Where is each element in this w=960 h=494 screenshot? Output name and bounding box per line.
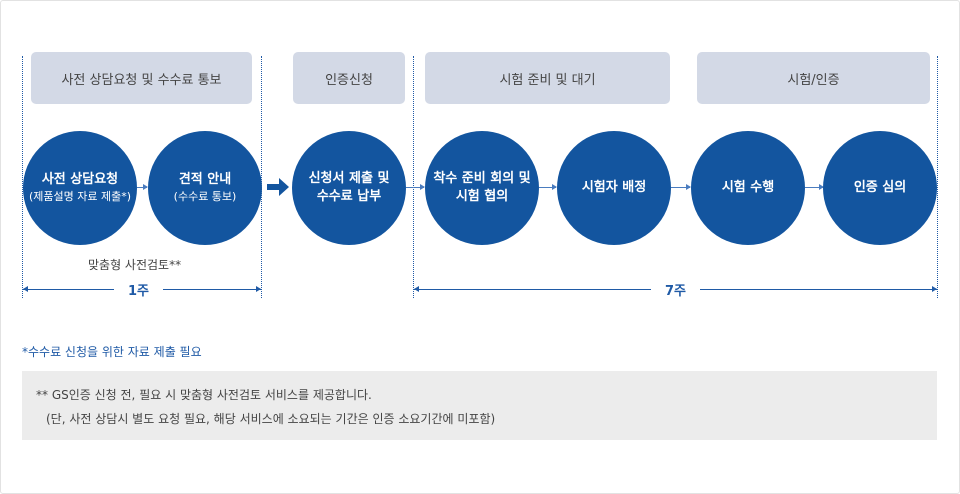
divider-line (261, 56, 262, 298)
step-title: 인증 심의 (853, 180, 907, 195)
custom-review-label: 맞춤형 사전검토** (88, 258, 182, 272)
step-subtitle: (수수료 통보) (173, 190, 237, 203)
step-title-line2: 시험 협의 (455, 189, 509, 204)
phase-pre-consultation: 사전 상담요청 및 수수료 통보 (31, 52, 252, 104)
step-tester-assignment: 시험자 배정 (557, 131, 671, 245)
duration-label-1: 1주 (114, 280, 164, 299)
arrow-right-icon (406, 184, 425, 190)
note-line-1: ** GS인증 신청 전, 필요 시 맞춤형 사전검토 서비스를 제공합니다. (36, 388, 372, 402)
divider-line (413, 56, 414, 298)
arrow-right-icon (539, 184, 557, 190)
big-arrow-right-icon (267, 178, 289, 196)
step-title: 신청서 제출 및 (308, 171, 390, 186)
step-title-line2: 수수료 납부 (316, 189, 382, 204)
step-title: 시험자 배정 (581, 180, 647, 195)
phase-test-preparation: 시험 준비 및 대기 (425, 52, 670, 104)
step-kickoff-meeting: 착수 준비 회의 및 시험 협의 (425, 131, 539, 245)
note-line-2: (단, 사전 상담시 별도 요청 필요, 해당 서비스에 소요되는 기간은 인증… (46, 412, 496, 426)
fee-note: *수수료 신청을 위한 자료 제출 필요 (22, 345, 202, 359)
step-title: 사전 상담요청 (41, 172, 119, 187)
step-subtitle: (제품설명 자료 제출*) (28, 190, 132, 203)
phase-test-certification: 시험/인증 (697, 52, 930, 104)
info-note-box: ** GS인증 신청 전, 필요 시 맞춤형 사전검토 서비스를 제공합니다. … (22, 371, 937, 440)
step-application: 신청서 제출 및 수수료 납부 (292, 131, 406, 245)
phase-application: 인증신청 (293, 52, 405, 104)
arrow-right-icon (137, 184, 148, 190)
step-title: 견적 안내 (178, 172, 232, 187)
step-pre-consultation: 사전 상담요청 (제품설명 자료 제출*) (23, 131, 137, 245)
step-title: 시험 수행 (721, 180, 775, 195)
duration-label-2: 7주 (651, 280, 701, 299)
arrow-right-icon (805, 184, 824, 190)
step-test-execution: 시험 수행 (691, 131, 805, 245)
divider-line (937, 56, 938, 298)
step-title: 착수 준비 회의 및 (433, 171, 531, 186)
step-quote: 견적 안내 (수수료 통보) (148, 131, 262, 245)
divider-line (22, 56, 23, 298)
step-certification-review: 인증 심의 (823, 131, 937, 245)
arrow-right-icon (671, 184, 691, 190)
